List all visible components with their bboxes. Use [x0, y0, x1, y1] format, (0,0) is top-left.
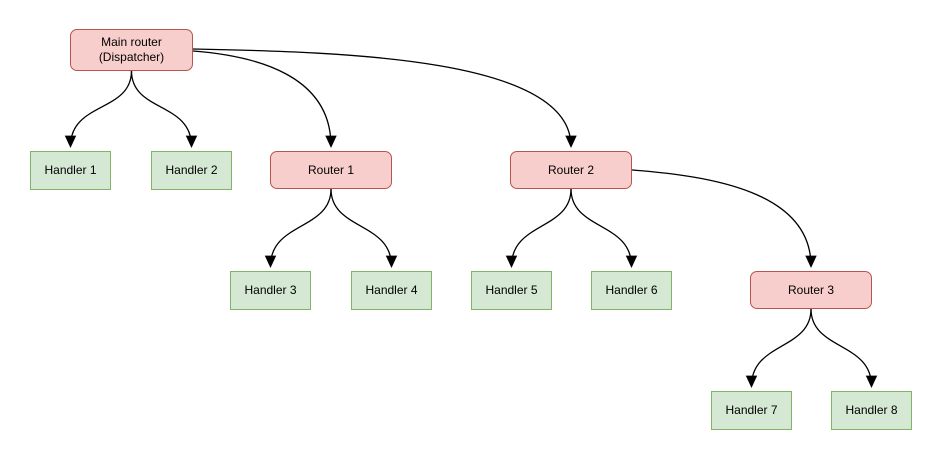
- node-handler-7: Handler 7: [711, 391, 792, 430]
- node-handler-6-label: Handler 6: [605, 283, 658, 297]
- node-router-1-label: Router 1: [307, 162, 355, 177]
- edge-main-to-handler2: [130, 70, 198, 148]
- edge-router3-to-handler8: [810, 308, 878, 388]
- node-handler-1-label: Handler 1: [44, 163, 97, 177]
- edge-main-to-router1: [192, 50, 337, 148]
- node-handler-2: Handler 2: [151, 151, 232, 190]
- edge-router2-to-handler6: [570, 188, 638, 268]
- node-handler-8-label: Handler 8: [845, 403, 898, 417]
- edge-router1-to-handler3: [264, 188, 332, 268]
- node-main-router: Main router (Dispatcher): [70, 29, 193, 71]
- node-handler-5: Handler 5: [471, 271, 552, 310]
- node-router-3: Router 3: [750, 271, 872, 309]
- edge-main-to-handler1: [64, 70, 133, 148]
- node-handler-2-label: Handler 2: [165, 163, 218, 177]
- node-router-2-label: Router 2: [547, 162, 595, 177]
- edge-router1-to-handler4: [330, 188, 398, 268]
- node-handler-4: Handler 4: [351, 271, 432, 310]
- node-main-router-label: Main router (Dispatcher): [98, 35, 165, 64]
- node-handler-7-label: Handler 7: [725, 403, 778, 417]
- node-handler-3-label: Handler 3: [244, 283, 297, 297]
- node-router-1: Router 1: [270, 151, 392, 189]
- node-handler-6: Handler 6: [591, 271, 672, 310]
- node-handler-1: Handler 1: [30, 151, 111, 190]
- edge-router2-to-handler5: [505, 188, 572, 268]
- node-handler-4-label: Handler 4: [365, 283, 418, 297]
- node-handler-5-label: Handler 5: [485, 283, 538, 297]
- edge-router2-to-router3: [631, 169, 817, 268]
- edge-main-to-router2: [192, 48, 577, 148]
- node-router-3-label: Router 3: [787, 282, 835, 297]
- node-handler-8: Handler 8: [831, 391, 912, 430]
- node-handler-3: Handler 3: [230, 271, 311, 310]
- node-router-2: Router 2: [510, 151, 632, 189]
- edge-router3-to-handler7: [745, 308, 812, 388]
